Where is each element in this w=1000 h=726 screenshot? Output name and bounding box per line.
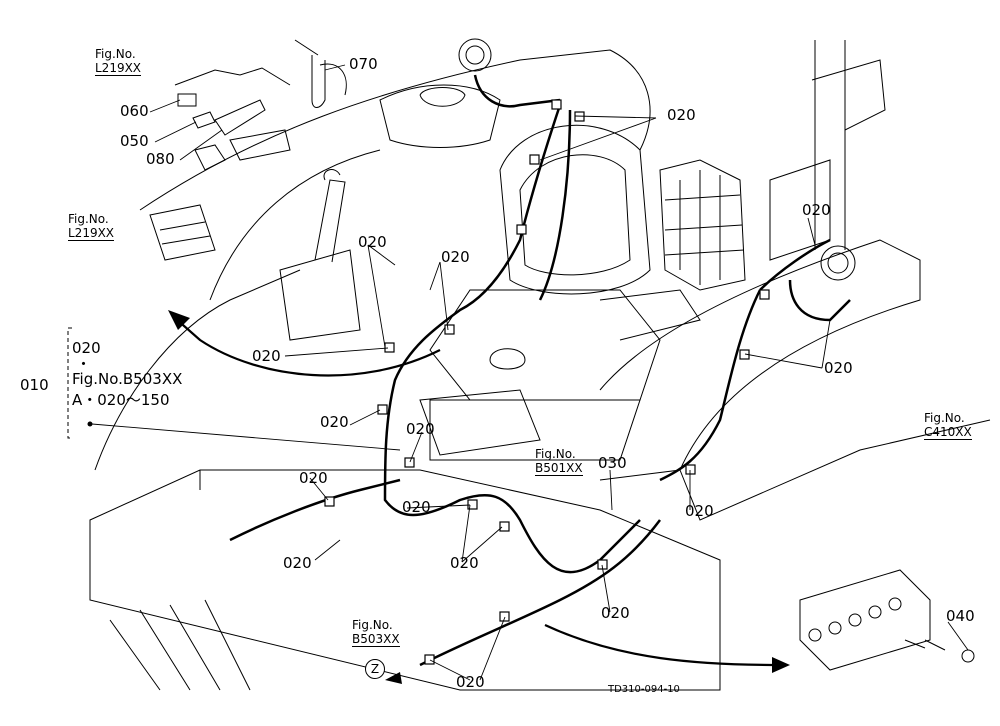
ref-010: 010 (20, 376, 49, 394)
bolt-040 (961, 649, 975, 663)
dash-panel (379, 84, 501, 148)
ref-020-left: 020 (252, 347, 281, 365)
group-label-line1: 020 (72, 339, 101, 357)
battery-box (419, 389, 541, 456)
floor-harness (229, 478, 401, 542)
clamp-plate (229, 129, 291, 161)
group-label-line4: A・020～150 (72, 391, 170, 409)
left-lamp-harness (473, 74, 561, 108)
terminal-block (799, 569, 931, 671)
ref-020-console-b: 020 (441, 248, 470, 266)
fig-ref-center: Fig.No. B501XX (535, 447, 583, 476)
bracket-lower (194, 144, 226, 171)
ref-050: 050 (120, 132, 149, 150)
fig-ref-mid-left-a: Fig.No. (68, 212, 109, 226)
ref-020-mid-b: 020 (406, 420, 435, 438)
arrow-to-right (544, 624, 781, 667)
ref-020-mid-a: 020 (320, 413, 349, 431)
part-080-bracket (214, 99, 266, 136)
lower-harness (419, 519, 661, 667)
group-label: 020 ・ Fig.No.B503XX A・020～150 (72, 338, 182, 411)
right-harness (659, 238, 831, 482)
fuel-cap (489, 348, 526, 370)
group-pointer (91, 423, 401, 451)
lever (314, 179, 346, 263)
fig-ref-right: Fig.No. C410XX (924, 411, 972, 440)
right-fender (599, 239, 921, 481)
ref-020-bottom-a: 020 (601, 604, 630, 622)
ref-020-floor-b: 020 (402, 498, 431, 516)
ref-080: 080 (146, 150, 175, 168)
seat-base (429, 399, 641, 461)
group-label-line3: Fig.No.B503XX (72, 370, 183, 388)
ref-020-right-mid: 020 (824, 359, 853, 377)
rear-guard-grid (664, 170, 745, 285)
ref-020-console-a: 020 (358, 233, 387, 251)
left-lamp (458, 38, 492, 72)
fig-ref-center-a: Fig.No. (535, 447, 576, 461)
right-lamp (820, 245, 856, 281)
part-050 (192, 111, 216, 129)
ref-020-right-top: 020 (802, 201, 831, 219)
group-label-line2: ・ (76, 355, 92, 373)
drawing-number: TD310-094-10 (608, 684, 680, 695)
ref-020-floor-c: 020 (283, 554, 312, 572)
fig-ref-right-a: Fig.No. (924, 411, 965, 425)
fig-ref-bottom: Fig.No. B503XX (352, 618, 400, 647)
fig-ref-right-b: C410XX (924, 425, 972, 440)
right-armrest (599, 289, 701, 341)
group-bracket (67, 327, 72, 439)
part-060 (177, 93, 197, 107)
fig-ref-mid-left-b: L219XX (68, 226, 115, 241)
ref-020-right-low: 020 (685, 502, 714, 520)
left-fender-outline (139, 49, 651, 211)
connector-parts (174, 67, 291, 86)
rops-post (814, 40, 846, 250)
view-marker-z: Z (365, 659, 385, 679)
fig-ref-bottom-b: B503XX (352, 632, 400, 647)
fig-ref-bottom-a: Fig.No. (352, 618, 393, 632)
ref-020-bottom-b: 020 (456, 673, 485, 691)
rear-guard (659, 159, 746, 291)
ref-040: 040 (946, 607, 975, 625)
rear-harness (538, 109, 572, 301)
floor-step (89, 470, 201, 600)
ref-020-floor-d: 020 (450, 554, 479, 572)
fig-ref-top-left-a: Fig.No. (95, 47, 136, 61)
part-070-strap (294, 39, 326, 108)
ref-020-floor-a: 020 (299, 469, 328, 487)
floor-plate (89, 469, 721, 691)
fig-ref-center-b: B501XX (535, 461, 583, 476)
lever-knob (323, 169, 341, 181)
fig-ref-mid-left: Fig.No. L219XX (68, 212, 115, 241)
left-fender-lower (94, 269, 301, 471)
arrow-to-left (174, 317, 441, 377)
dash-gauge (419, 87, 466, 107)
ref-070: 070 (349, 55, 378, 73)
lamp-harness-right (788, 279, 851, 322)
lever-console (279, 249, 361, 341)
fig-ref-top-left-b: L219XX (95, 61, 142, 76)
left-step-lines (109, 599, 251, 691)
rops-bracket (811, 59, 886, 131)
ref-030: 030 (598, 454, 627, 472)
ref-020-top: 020 (667, 106, 696, 124)
left-fender-inner (209, 149, 381, 301)
main-harness (383, 104, 641, 574)
part-mid-left (149, 204, 216, 261)
seat-back-inner (519, 154, 631, 276)
harness-070 (319, 63, 347, 96)
fig-ref-top-left: Fig.No. L219XX (95, 47, 142, 76)
ref-060: 060 (120, 102, 149, 120)
